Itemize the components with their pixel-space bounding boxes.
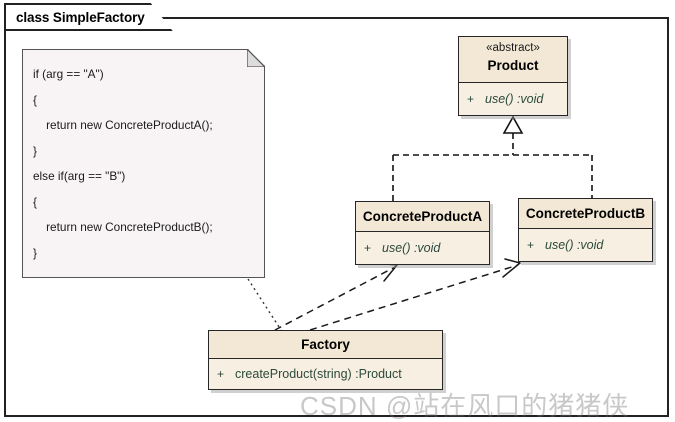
class-operations-product: + use() :void: [459, 83, 567, 115]
class-header-product: «abstract» Product: [459, 37, 567, 83]
class-name-factory: Factory: [301, 336, 350, 352]
operation-signature: use() :void: [485, 92, 544, 106]
frame-title-tab: class SimpleFactory: [4, 3, 173, 31]
note-line: {: [33, 92, 37, 107]
operation-signature: createProduct(string) :Product: [235, 367, 402, 381]
class-operations-concreteproducta: + use() :void: [356, 232, 489, 264]
class-box-concreteproductb[interactable]: ConcreteProductB + use() :void: [518, 198, 653, 262]
class-operations-concreteproductb: + use() :void: [519, 229, 652, 261]
class-header-concreteproductb: ConcreteProductB: [519, 199, 652, 229]
class-header-concreteproducta: ConcreteProductA: [356, 202, 489, 232]
visibility-marker: +: [527, 238, 535, 252]
class-header-factory: Factory: [209, 331, 442, 359]
frame-title-label: class SimpleFactory: [16, 9, 145, 25]
class-stereotype-product: «abstract»: [486, 42, 540, 54]
class-box-factory[interactable]: Factory + createProduct(string) :Product: [208, 330, 443, 390]
note-line: return new ConcreteProductA();: [33, 118, 213, 132]
class-box-concreteproducta[interactable]: ConcreteProductA + use() :void: [355, 201, 490, 265]
note-line: }: [33, 143, 37, 158]
visibility-marker: +: [467, 92, 475, 106]
operation-signature: use() :void: [545, 238, 604, 252]
note-line: }: [33, 245, 37, 260]
class-name-concreteproductb: ConcreteProductB: [525, 205, 646, 221]
note-line: else if(arg == "B"): [33, 169, 126, 183]
visibility-marker: +: [217, 367, 225, 381]
class-operations-factory: + createProduct(string) :Product: [209, 359, 442, 389]
note-line: if (arg == "A"): [33, 67, 104, 81]
class-box-product[interactable]: «abstract» Product + use() :void: [458, 36, 568, 116]
note-line: {: [33, 194, 37, 209]
diagram-frame: [4, 17, 669, 417]
class-name-concreteproducta: ConcreteProductA: [362, 208, 483, 224]
class-name-product: Product: [487, 58, 539, 73]
visibility-marker: +: [364, 241, 372, 255]
code-note: if (arg == "A") { return new ConcretePro…: [22, 49, 265, 278]
note-line: return new ConcreteProductB();: [33, 220, 213, 234]
operation-signature: use() :void: [382, 241, 441, 255]
